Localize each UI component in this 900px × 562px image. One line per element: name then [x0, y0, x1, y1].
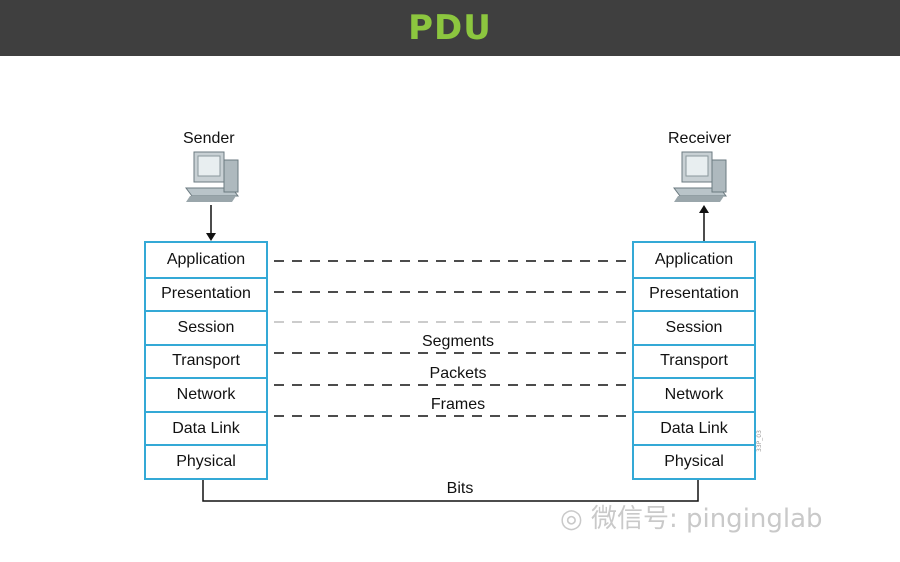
receiver-layer-transport: Transport [634, 343, 754, 378]
watermark-text: 微信号: pinginglab [590, 504, 823, 534]
sender-computer-icon [185, 151, 239, 202]
peer-links [274, 260, 630, 417]
title-banner: PDU [0, 0, 900, 56]
watermark: ◎ 微信号: pinginglab [560, 498, 823, 535]
sender-layer-physical: Physical [146, 444, 266, 478]
receiver-computer-icon [673, 151, 727, 202]
sender-osi-stack: Application Presentation Session Transpo… [144, 241, 268, 480]
sender-layer-presentation: Presentation [146, 276, 266, 311]
physical-bits-link [202, 476, 699, 502]
sender-layer-application: Application [166, 250, 246, 268]
receiver-arrow [699, 205, 709, 241]
sender-layer-session: Session [146, 310, 266, 344]
sender-label: Sender [183, 130, 235, 147]
sender-layer-transport: Transport [146, 343, 266, 378]
receiver-label: Receiver [668, 130, 732, 147]
receiver-osi-stack: Application Presentation Session Transpo… [632, 241, 756, 480]
sender-layer-datalink: Data Link [146, 410, 266, 445]
pdu-packets-label: Packets [429, 365, 487, 382]
figure-code: 33P_03 [756, 430, 763, 452]
sender-layer-network: Network [146, 377, 266, 411]
page-title: PDU [408, 8, 492, 48]
sender-arrow [206, 205, 216, 241]
pdu-bits-label: Bits [446, 480, 474, 497]
receiver-layer-session: Session [634, 310, 754, 344]
receiver-layer-datalink: Data Link [634, 410, 754, 445]
receiver-layer-physical: Physical [634, 444, 754, 478]
receiver-layer-network: Network [634, 377, 754, 411]
pdu-segments-label: Segments [421, 333, 495, 350]
pdu-frames-label: Frames [430, 396, 486, 413]
wechat-icon: ◎ [560, 504, 583, 534]
receiver-layer-presentation: Presentation [634, 276, 754, 311]
receiver-layer-application: Application [654, 250, 734, 268]
